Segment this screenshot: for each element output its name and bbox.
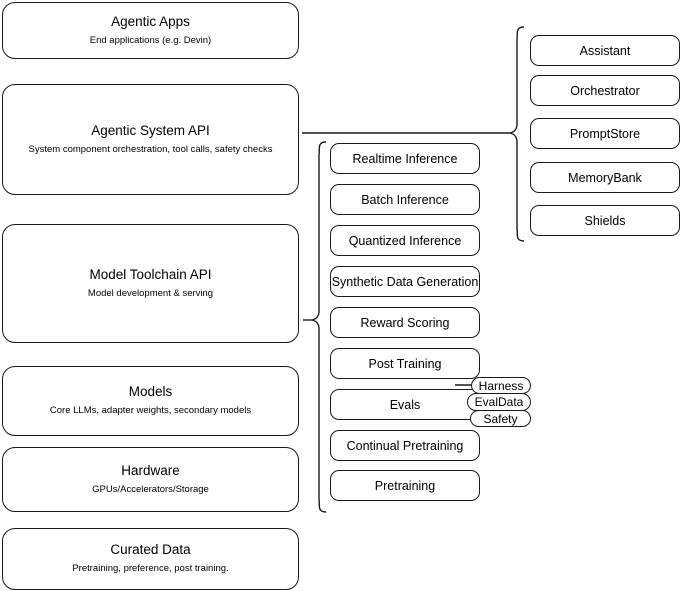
layer-subtitle-model-toolchain-api: Model development & serving [87,287,214,299]
layer-box-models[interactable]: Models Core LLMs, adapter weights, secon… [2,366,299,436]
capability-box-continual-pretraining[interactable]: Continual Pretraining [330,430,480,461]
layer-title-model-toolchain-api: Model Toolchain API [89,266,212,282]
layer-title-agentic-system-api: Agentic System API [91,122,210,138]
layer-subtitle-agentic-apps: End applications (e.g. Devin) [89,34,212,46]
bracket-system-components [509,26,525,242]
pill-safety[interactable]: Safety [470,410,531,427]
layer-box-model-toolchain-api[interactable]: Model Toolchain API Model development & … [2,224,299,343]
capability-box-synthetic-data-generation[interactable]: Synthetic Data Generation [330,266,480,297]
pill-evaldata[interactable]: EvalData [467,393,531,411]
capability-box-batch-inference[interactable]: Batch Inference [330,184,480,215]
component-box-assistant[interactable]: Assistant [530,35,680,66]
layer-title-hardware: Hardware [121,462,180,478]
layer-subtitle-agentic-system-api: System component orchestration, tool cal… [28,143,273,155]
layer-title-agentic-apps: Agentic Apps [111,13,190,29]
capability-box-realtime-inference[interactable]: Realtime Inference [330,143,480,174]
layer-box-curated-data[interactable]: Curated Data Pretraining, preference, po… [2,528,299,590]
layer-title-curated-data: Curated Data [110,542,191,558]
capability-box-post-training[interactable]: Post Training [330,348,480,379]
capability-box-quantized-inference[interactable]: Quantized Inference [330,225,480,256]
component-box-promptstore[interactable]: PromptStore [530,118,680,149]
component-box-memorybank[interactable]: MemoryBank [530,162,680,193]
layer-title-models: Models [128,384,173,400]
layer-box-agentic-system-api[interactable]: Agentic System API System component orch… [2,84,299,195]
layer-subtitle-curated-data: Pretraining, preference, post training. [72,563,229,575]
capability-box-pretraining[interactable]: Pretraining [330,470,480,501]
layer-subtitle-models: Core LLMs, adapter weights, secondary mo… [49,405,252,417]
bracket-toolchain-capabilities [311,141,327,513]
pill-harness[interactable]: Harness [471,377,531,394]
layer-subtitle-hardware: GPUs/Accelerators/Storage [92,483,209,495]
component-box-shields[interactable]: Shields [530,205,680,236]
layer-box-agentic-apps[interactable]: Agentic Apps End applications (e.g. Devi… [2,2,299,59]
layer-box-hardware[interactable]: Hardware GPUs/Accelerators/Storage [2,447,299,512]
capability-box-evals[interactable]: Evals [330,389,480,420]
component-box-orchestrator[interactable]: Orchestrator [530,75,680,106]
capability-box-reward-scoring[interactable]: Reward Scoring [330,307,480,338]
